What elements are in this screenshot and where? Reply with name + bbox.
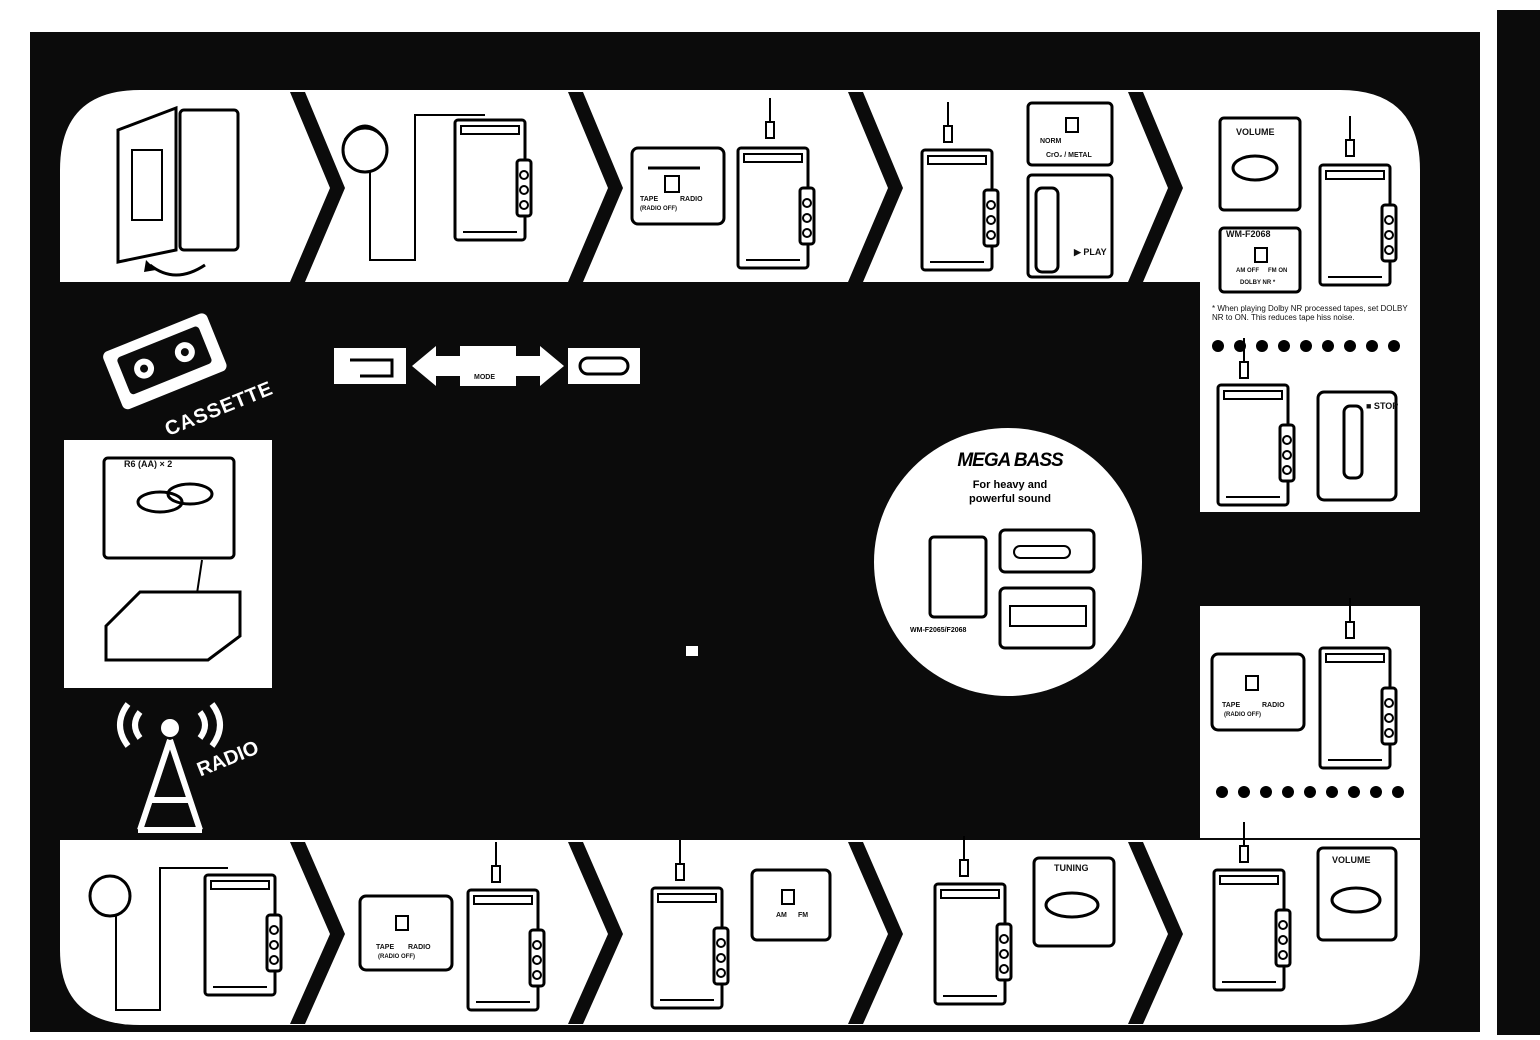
mega-bass-models: WM-F2065/F2068 xyxy=(910,627,967,634)
dolby-fm-on-label: FM ON xyxy=(1268,268,1288,274)
model-label: WM-F2068 xyxy=(1226,229,1271,239)
stop-label: ■ STOP xyxy=(1366,401,1399,411)
radio-tower-icon xyxy=(117,702,223,833)
black-edge-strip xyxy=(1497,10,1540,1035)
mode-label: MODE xyxy=(474,374,495,381)
play-label: ▶ PLAY xyxy=(1074,247,1107,257)
headphone-illustration xyxy=(341,114,533,261)
norm-label: NORM xyxy=(1040,138,1062,145)
radio-on-off-label: (RADIO OFF) xyxy=(378,954,415,960)
band-fm-label: FM xyxy=(798,912,809,919)
radio-off-tape-label: TAPE xyxy=(1222,702,1241,709)
radio-off-off-label: (RADIO OFF) xyxy=(1224,712,1261,718)
tape-radio-switch-illustration xyxy=(630,97,816,270)
volume-dolby-illustration xyxy=(1218,115,1398,294)
tape-select-play-illustration xyxy=(920,101,1114,279)
dot-divider-top xyxy=(1212,340,1400,352)
radio-on-radio-label: RADIO xyxy=(408,944,431,951)
radio-volume-illustration xyxy=(1212,821,1398,992)
tuning-label: TUNING xyxy=(1054,863,1089,873)
switch-radio-off-label: (RADIO OFF) xyxy=(640,206,677,212)
volume-label: VOLUME xyxy=(1236,127,1275,137)
mega-bass-subtitle: For heavy and powerful sound xyxy=(930,479,1090,507)
battery-illustration xyxy=(102,456,242,662)
mega-bass-title: MEGA BASS xyxy=(957,450,1063,471)
tuning-illustration xyxy=(933,835,1116,1006)
radio-on-tape-label: TAPE xyxy=(376,944,395,951)
band-am-label: AM xyxy=(776,912,787,919)
mega-bass-panel xyxy=(874,428,1142,696)
switch-tape-label: TAPE xyxy=(640,196,659,203)
radio-off-illustration xyxy=(1210,597,1398,770)
mega-bass-subtitle-line2: powerful sound xyxy=(969,492,1051,505)
stop-illustration xyxy=(1216,337,1398,507)
radio-headphone-illustration xyxy=(88,867,283,1011)
cassette-icon xyxy=(103,313,227,410)
dot-divider-bottom xyxy=(1216,786,1404,798)
switch-radio-label: RADIO xyxy=(680,196,703,203)
radio-volume-label: VOLUME xyxy=(1332,855,1371,865)
cassette-door-illustration xyxy=(116,105,240,277)
metal-label: CrO₂ / METAL xyxy=(1046,152,1092,159)
dolby-note: * When playing Dolby NR processed tapes,… xyxy=(1212,304,1408,323)
center-mark xyxy=(686,646,698,656)
band-select-illustration xyxy=(650,839,832,1010)
dolby-label: DOLBY NR * xyxy=(1240,280,1276,286)
radio-off-radio-label: RADIO xyxy=(1262,702,1285,709)
mode-illustration xyxy=(334,346,640,386)
mega-bass-subtitle-line1: For heavy and xyxy=(972,479,1048,491)
radio-on-switch-illustration xyxy=(358,841,546,1012)
dolby-am-off-label: AM OFF xyxy=(1236,268,1259,274)
battery-label: R6 (AA) × 2 xyxy=(124,459,173,469)
